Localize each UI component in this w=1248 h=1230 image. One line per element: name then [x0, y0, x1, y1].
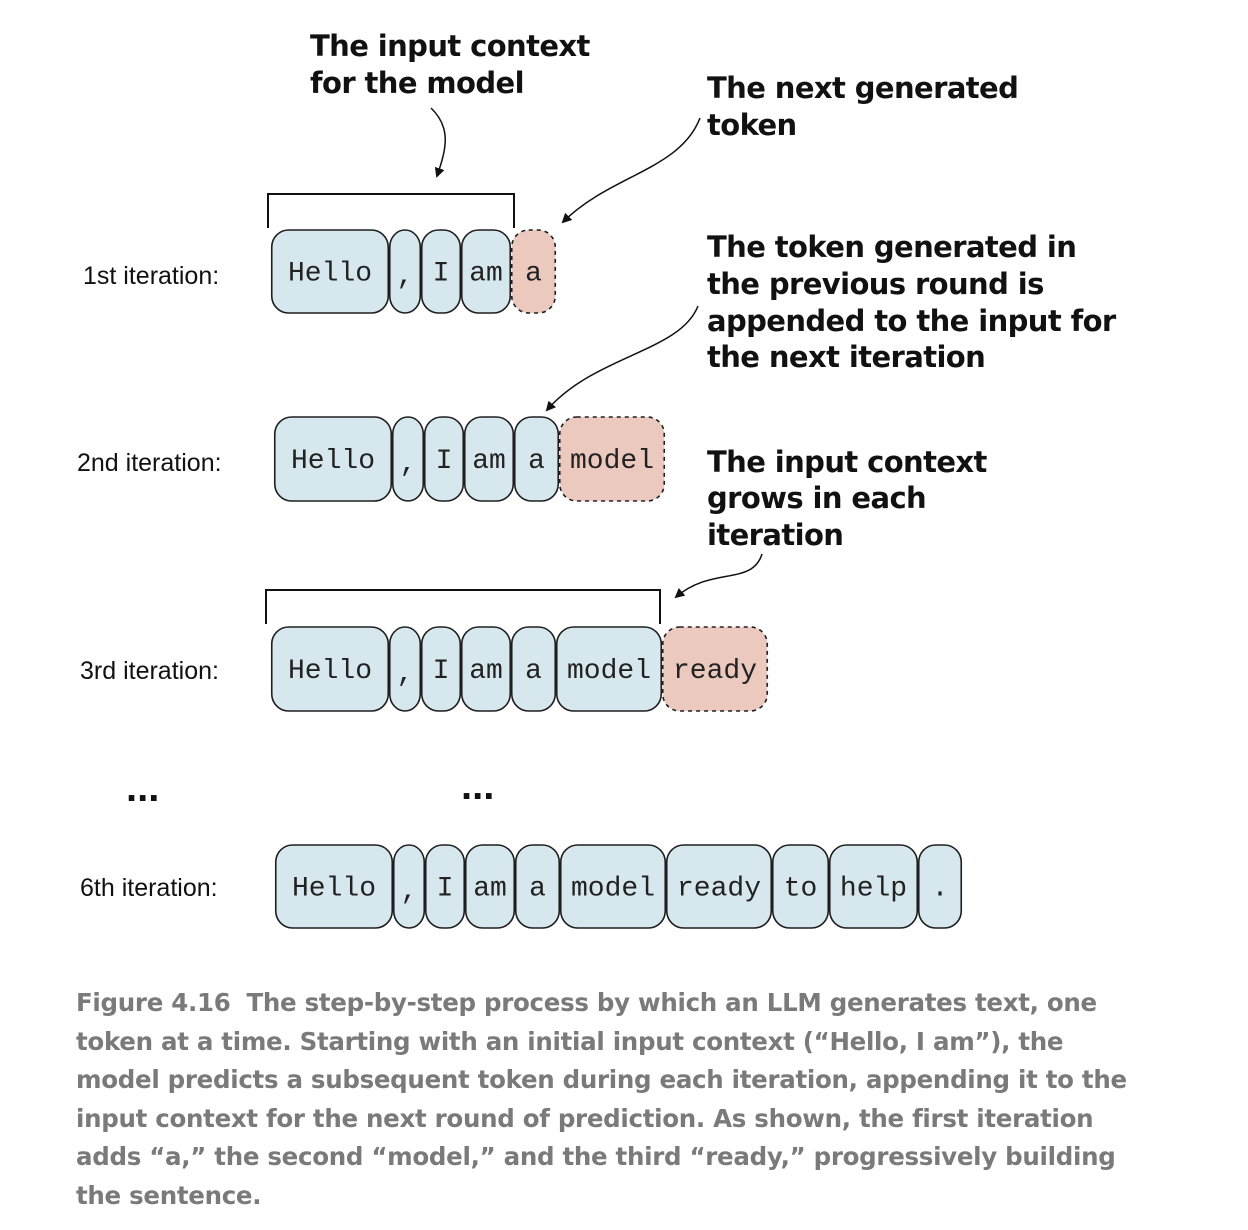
token-text-a: a: [528, 446, 545, 477]
token-box-comma: [391, 416, 425, 502]
annotation-next-token: The next generated token: [707, 71, 1028, 142]
token-text-comma: ,: [400, 449, 417, 480]
token-text-model: model: [567, 656, 651, 687]
token-box-comma: [388, 229, 422, 314]
bracket-grows: [265, 589, 661, 624]
annotation-line: the previous round is: [707, 267, 1044, 301]
annotation-line: The next generated: [707, 71, 1018, 105]
token-box-am: [460, 229, 512, 314]
arrow-appended: [545, 305, 699, 412]
token-text-i: I: [437, 874, 454, 905]
figure-number: Figure 4.16: [76, 988, 231, 1017]
generated-token-box-ready: [661, 626, 769, 712]
annotation-line: The input context: [707, 445, 988, 479]
iteration-label: 2nd iteration:: [77, 449, 222, 477]
iteration-label: 6th iteration:: [80, 874, 218, 902]
token-box-am: [464, 844, 516, 929]
annotation-line: for the model: [310, 66, 524, 100]
arrow-input-context: [430, 107, 446, 178]
token-text-ready: ready: [677, 874, 761, 905]
token-box-hello: [273, 416, 393, 502]
token-box-comma: [388, 626, 422, 712]
iteration-label: 1st iteration:: [83, 262, 219, 290]
iteration-label: 3rd iteration:: [80, 657, 219, 685]
token-box-to: [771, 844, 830, 929]
token-box-a: [514, 844, 561, 929]
bracket-input-context: [267, 193, 515, 228]
token-text-to: to: [784, 874, 818, 905]
token-text-model: model: [570, 446, 654, 477]
caption-text: The step-by-step process by which an LLM…: [76, 988, 1127, 1210]
annotation-grows: The input context grows in each iteratio…: [707, 445, 996, 552]
token-text-comma: ,: [401, 877, 418, 908]
token-box-a: [510, 626, 557, 712]
annotation-line: The input context: [310, 29, 591, 63]
token-text-hello: Hello: [288, 656, 372, 687]
token-text-hello: Hello: [288, 259, 372, 290]
token-text-am: am: [469, 656, 503, 687]
token-text-comma: ,: [397, 659, 414, 690]
token-box-comma: [392, 844, 426, 929]
annotation-line: The token generated in: [707, 230, 1076, 264]
token-text-comma: ,: [397, 262, 414, 293]
token-box-i: [420, 626, 462, 712]
arrow-next-token: [561, 117, 701, 224]
token-text-hello: Hello: [291, 446, 375, 477]
token-text-i: I: [433, 656, 450, 687]
token-text-a: a: [525, 656, 542, 687]
token-box-i: [424, 844, 466, 929]
annotation-line: appended to the input for: [707, 304, 1117, 338]
annotation-line: iteration: [707, 518, 843, 552]
token-box-period: [917, 844, 963, 929]
ellipsis-middle: ...: [461, 764, 494, 808]
token-text-hello: Hello: [292, 874, 376, 905]
token-box-i: [423, 416, 465, 502]
ellipsis-left: ...: [126, 766, 159, 810]
token-box-hello: [270, 229, 390, 314]
token-text-a: a: [529, 874, 546, 905]
token-text-i: I: [433, 259, 450, 290]
annotation-appended: The token generated in the previous roun…: [707, 230, 1125, 374]
annotation-input-context: The input context for the model: [310, 29, 599, 100]
token-box-am: [460, 626, 512, 712]
arrow-grows: [674, 553, 763, 599]
token-box-hello: [270, 626, 390, 712]
token-text-period: .: [932, 874, 949, 905]
generated-token-box-model: [558, 416, 666, 502]
token-text-model: model: [571, 874, 655, 905]
annotation-line: the next iteration: [707, 340, 985, 374]
token-box-model: [559, 844, 667, 929]
token-text-am: am: [473, 874, 507, 905]
token-box-model: [555, 626, 663, 712]
token-text-ready: ready: [673, 656, 757, 687]
token-text-i: I: [436, 446, 453, 477]
token-box-a: [513, 416, 560, 502]
generated-token-box-a: [510, 229, 557, 314]
token-box-ready: [665, 844, 773, 929]
token-box-hello: [274, 844, 394, 929]
annotation-line: token: [707, 108, 797, 142]
token-text-a: a: [525, 259, 542, 290]
token-text-help: help: [840, 874, 907, 905]
annotation-line: grows in each: [707, 481, 926, 515]
token-box-am: [463, 416, 515, 502]
token-text-am: am: [472, 446, 506, 477]
token-box-i: [420, 229, 462, 314]
token-box-help: [828, 844, 919, 929]
token-text-am: am: [469, 259, 503, 290]
